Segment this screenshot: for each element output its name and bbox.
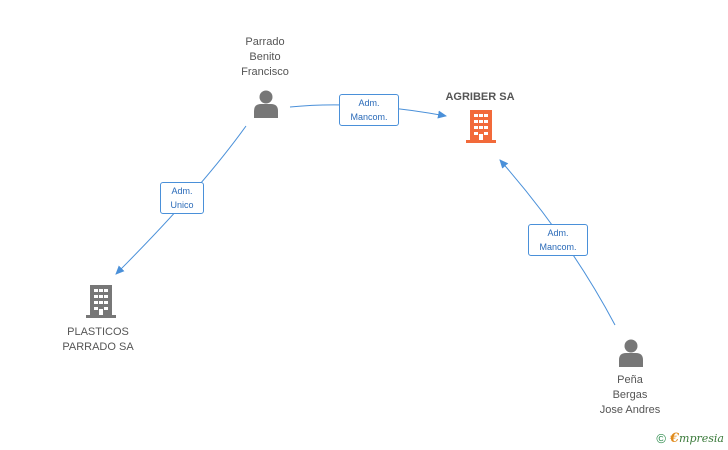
- node-label-parrado[interactable]: Parrado Benito Francisco: [241, 36, 289, 78]
- person-icon[interactable]: [254, 90, 278, 119]
- copyright-icon: ©: [656, 431, 666, 446]
- node-label-agriber[interactable]: AGRIBER SA: [445, 91, 515, 103]
- person-icon[interactable]: [619, 339, 643, 368]
- edge-label-parrado-plasticos: Adm. Unico: [160, 182, 204, 214]
- brand-footer[interactable]: © €mpresia: [656, 431, 724, 446]
- building-icon[interactable]: [466, 110, 496, 143]
- brand-logo: €mpresia: [669, 431, 724, 446]
- edge-label-parrado-agriber: Adm. Mancom.: [339, 94, 399, 126]
- node-label-pena[interactable]: Peña Bergas Jose Andres: [599, 374, 661, 416]
- node-label-plasticos[interactable]: PLASTICOS PARRADO SA: [62, 326, 134, 353]
- edge-label-pena-agriber: Adm. Mancom.: [528, 224, 588, 256]
- building-icon[interactable]: [86, 285, 116, 318]
